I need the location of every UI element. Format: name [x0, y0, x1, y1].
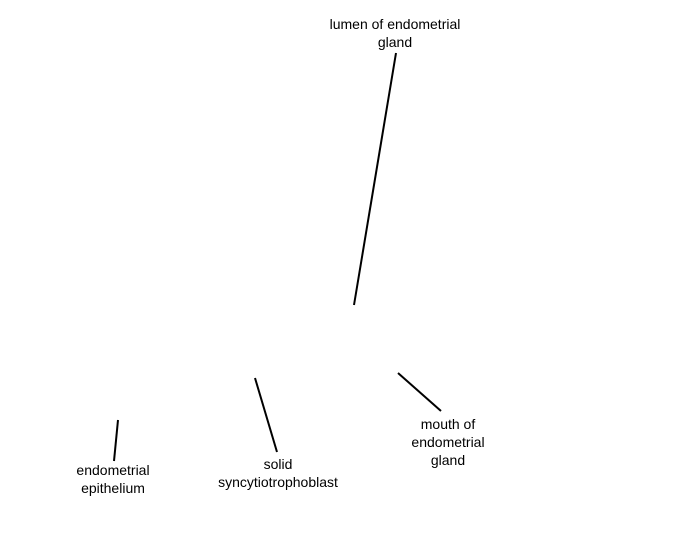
epithelium-leader-line	[113, 419, 119, 462]
label-text: endometrial	[411, 434, 485, 450]
label-text: gland	[377, 34, 413, 50]
label-solid-syncytiotrophoblast: solid syncytiotrophoblast	[198, 455, 358, 491]
label-text: mouth of	[420, 416, 476, 432]
label-text: gland	[430, 452, 466, 468]
mouth-leader-line	[397, 372, 442, 412]
label-text: solid	[263, 456, 293, 472]
label-endometrial-epithelium: endometrial epithelium	[58, 461, 168, 497]
label-lumen-of-endometrial-gland: lumen of endometrial gland	[315, 15, 475, 51]
label-text: endometrial	[76, 462, 150, 478]
solid-leader-line	[254, 377, 278, 453]
lumen-leader-line	[353, 52, 397, 306]
label-text: epithelium	[81, 480, 145, 496]
label-mouth-of-endometrial-gland: mouth of endometrial gland	[388, 415, 508, 469]
label-text: lumen of endometrial	[329, 16, 461, 32]
label-text: syncytiotrophoblast	[218, 474, 338, 490]
